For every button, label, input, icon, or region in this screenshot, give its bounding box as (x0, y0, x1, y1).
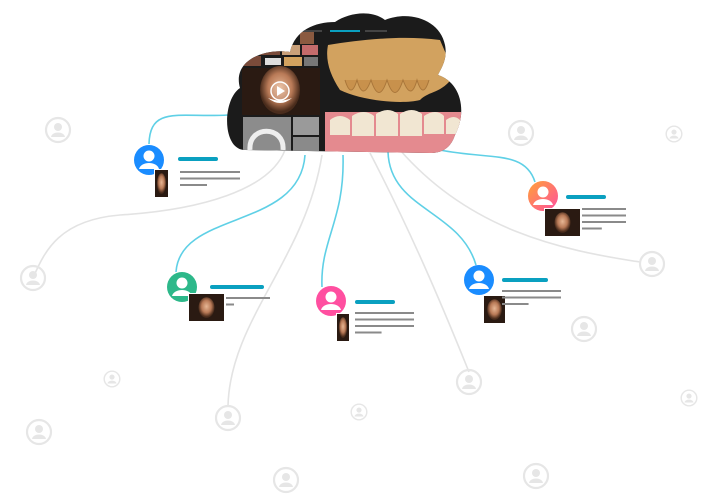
inactive-user-icon (455, 368, 483, 396)
patient-face-photo (242, 66, 320, 115)
inactive-user-icon (638, 250, 666, 278)
user-icon[interactable] (134, 145, 164, 175)
connector-line (175, 154, 306, 273)
inactive-user-icon (19, 264, 47, 292)
user-detail-line (355, 318, 414, 321)
user-name-bar (210, 285, 264, 289)
user-detail-line (355, 331, 382, 334)
active-users (134, 145, 626, 342)
connector-line (369, 152, 470, 373)
user-detail-line (582, 214, 626, 217)
inactive-user-icon (272, 466, 300, 494)
user-detail-line (180, 177, 240, 180)
user-name-bar (502, 278, 548, 282)
connector-line (148, 114, 229, 145)
connector-line (399, 149, 641, 263)
user-detail-line (502, 303, 529, 305)
inactive-users (19, 116, 698, 494)
user-name-bar (178, 157, 218, 161)
inactive-user-icon (570, 315, 598, 343)
inactive-user-icon (44, 116, 72, 144)
user-4-card[interactable] (528, 181, 626, 237)
user-1-card[interactable] (134, 145, 240, 198)
user-detail-line (355, 312, 414, 314)
user-detail-line (226, 297, 270, 299)
user-name-bar (566, 195, 606, 199)
user-icon[interactable] (464, 265, 494, 295)
inactive-connectors (32, 149, 641, 407)
user-detail-line (502, 296, 561, 299)
user-icon[interactable] (528, 181, 558, 211)
inactive-user-icon (214, 404, 242, 432)
connector-line (227, 154, 323, 407)
intraoral-teeth-photo (325, 110, 462, 154)
user-detail-line (582, 227, 602, 230)
3d-teeth-model (327, 37, 455, 102)
connector-line (439, 149, 536, 183)
user-2-card[interactable] (167, 272, 270, 322)
thumbnail-strip (243, 32, 318, 66)
connector-line (321, 154, 344, 288)
user-photo (483, 295, 506, 324)
active-connectors (148, 114, 536, 288)
inactive-user-icon (25, 418, 53, 446)
user-photo (188, 293, 225, 322)
user-photo (154, 169, 169, 198)
inactive-user-icon (680, 389, 698, 407)
user-photo (544, 208, 581, 237)
user-detail-line (180, 184, 207, 186)
inactive-user-icon (507, 119, 535, 147)
user-5-card[interactable] (464, 265, 561, 324)
user-icon[interactable] (316, 286, 346, 316)
user-detail-line (582, 221, 626, 223)
connector-line (387, 151, 477, 266)
user-detail-line (226, 303, 234, 306)
user-photo (336, 313, 350, 342)
inactive-user-icon (350, 403, 368, 421)
connector-line (32, 149, 286, 279)
ct-scan (243, 117, 319, 154)
user-3-card[interactable] (316, 286, 414, 342)
inactive-user-icon (522, 462, 550, 490)
user-detail-line (180, 171, 240, 173)
cloud-workspace (227, 13, 462, 154)
user-name-bar (355, 300, 395, 304)
inactive-user-icon (103, 370, 121, 388)
user-detail-line (355, 325, 414, 327)
user-detail-line (582, 208, 626, 210)
user-detail-line (502, 290, 561, 292)
inactive-user-icon (665, 125, 683, 143)
